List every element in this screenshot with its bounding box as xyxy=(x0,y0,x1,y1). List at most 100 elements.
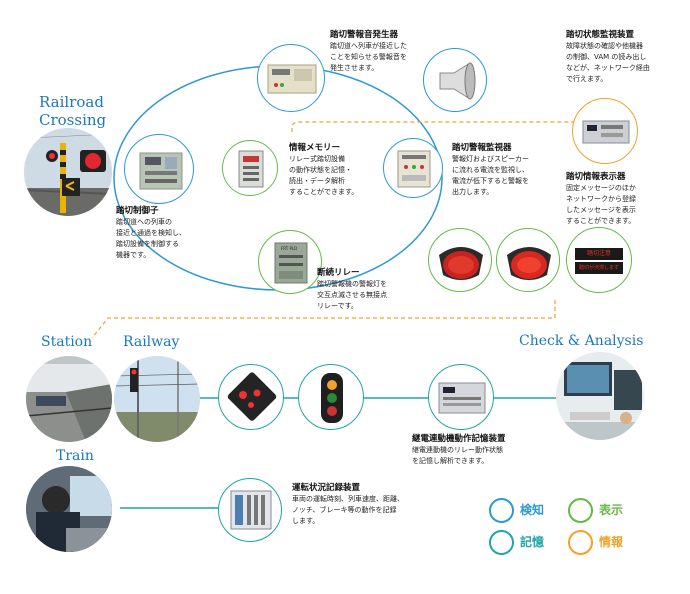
flasher-relay-device-image xyxy=(274,242,308,284)
operation-recorder-title: 運転状況記録装置 xyxy=(292,483,361,493)
railroad-heading-line2: Crossing xyxy=(39,111,107,129)
railroad-crossing-photo xyxy=(24,128,112,216)
legend-detect-swatch xyxy=(489,498,514,523)
description-line: 車両の運転時刻、列車速度、距離、 xyxy=(292,495,404,503)
description-line: ノッチ、ブレーキ等の動作を記録 xyxy=(292,506,397,514)
description-line: することができます。 xyxy=(289,188,359,196)
alarm-generator-text: 踏切警報音発生器 踏切道へ列車が接近した ことを知らせる警報音を 発生させます。 xyxy=(330,30,430,74)
description-line: することができます。 xyxy=(566,217,636,225)
legend-info-label: 情報 xyxy=(599,535,624,549)
description-line: ことを知らせる警報音を xyxy=(330,53,407,61)
description-line: したメッセージを表示 xyxy=(566,206,636,214)
description-line: 故障状態の確認や他機器 xyxy=(566,42,643,50)
railway-heading: Railway xyxy=(123,334,180,350)
status-monitor-description: 故障状態の確認や他機器 の制御、VAM の読み出し などが、ネットワーク経由 で… xyxy=(566,41,676,85)
alarm-generator-title: 踏切警報音発生器 xyxy=(330,30,399,40)
description-line: 接近と通過を検知し、 xyxy=(116,229,186,237)
info-memory-text: 情報メモリー リレー式踏切設備 の動作状態を記憶・ 読出・データ解析 することが… xyxy=(289,143,379,198)
description-line: で行えます。 xyxy=(566,75,608,83)
crossing-controller-node xyxy=(124,134,194,204)
station-photo xyxy=(26,356,112,442)
legend-detect-label: 検知 xyxy=(520,503,545,517)
signal-panel-node xyxy=(218,364,284,430)
description-line: 踏切警報機の警報灯を xyxy=(317,280,387,288)
description-line: 警報灯およびスピーカー xyxy=(452,155,529,163)
status-monitor-title: 踏切状態監視装置 xyxy=(566,30,635,40)
status-monitor-device-image xyxy=(582,120,630,144)
alarm-monitor-node xyxy=(383,138,443,198)
warning-lamp-image xyxy=(439,247,483,280)
operation-recorder-node xyxy=(218,478,282,542)
description-line: 読出・データ解析 xyxy=(289,177,345,185)
info-display-node: 踏切注意 踏切が渋滞します xyxy=(566,227,632,293)
info-display-title: 踏切情報表示器 xyxy=(566,172,626,182)
info-memory-title: 情報メモリー xyxy=(289,143,341,153)
info-memory-description: リレー式踏切設備 の動作状態を記憶・ 読出・データ解析 することができます。 xyxy=(289,154,379,198)
railway-photo xyxy=(114,356,200,442)
description-line: 固定メッセージのほか xyxy=(566,184,636,192)
alarm-generator-description: 踏切道へ列車が接近した ことを知らせる警報音を 発生させます。 xyxy=(330,41,430,74)
alarm-monitor-text: 踏切警報監視器 警報灯およびスピーカー に流れる電流を監視し、 電流が低下すると… xyxy=(452,143,562,198)
description-line: 電流が低下すると警報を xyxy=(452,177,529,185)
description-line: 出力します。 xyxy=(452,188,494,196)
info-display-text: 踏切情報表示器 固定メッセージのほか ネットワークから登録 したメッセージを表示… xyxy=(566,172,676,227)
relay-recorder-title: 継電連動機動作記憶装置 xyxy=(412,434,506,444)
description-line: 発生させます。 xyxy=(330,64,379,72)
check-analysis-photo xyxy=(556,352,644,440)
flasher-relay-description: 踏切警報機の警報灯を 交互点滅させる無接点 リレーです。 xyxy=(317,279,427,312)
legend-info-swatch xyxy=(568,530,593,555)
description-line: に流れる電流を監視し、 xyxy=(452,166,529,174)
signal-lamp-node xyxy=(298,364,364,430)
relay-recorder-description: 継電連動機のリレー動作状態 を記憶し解析できます。 xyxy=(412,445,562,467)
description-line: 交互点滅させる無接点 xyxy=(317,291,387,299)
relay-recorder-text: 継電連動機動作記憶装置 継電連動機のリレー動作状態 を記憶し解析できます。 xyxy=(412,434,562,467)
description-line: 踏切道への列車の xyxy=(116,218,172,226)
crossing-controller-device-image xyxy=(139,152,183,190)
speaker-image xyxy=(439,62,476,100)
info-memory-device-image xyxy=(238,150,264,188)
warning-lamp-image xyxy=(507,247,551,280)
speaker-node xyxy=(423,48,487,112)
description-line: 踏切設備を制御する xyxy=(116,240,179,248)
description-line: 機器です。 xyxy=(116,251,151,259)
description-line: などが、ネットワーク経由 xyxy=(566,64,650,72)
railroad-crossing-heading: Railroad Crossing xyxy=(39,93,106,129)
info-memory-node xyxy=(222,140,278,196)
operation-recorder-description: 車両の運転時刻、列車速度、距離、 ノッチ、ブレーキ等の動作を記録 します。 xyxy=(292,494,432,527)
railroad-heading-line1: Railroad xyxy=(39,93,104,111)
description-line: の動作状態を記憶・ xyxy=(289,166,352,174)
flasher-relay-text: 断続リレー 踏切警報機の警報灯を 交互点滅させる無接点 リレーです。 xyxy=(317,268,427,312)
legend-memory-label: 記憶 xyxy=(520,535,545,549)
description-line: します。 xyxy=(292,517,320,525)
operation-recorder-device-image xyxy=(230,490,272,530)
alarm-monitor-device-image xyxy=(397,150,431,188)
crossing-controller-text: 踏切制御子 踏切道への列車の 接近と通過を検知し、 踏切設備を制御する 機器です… xyxy=(116,206,220,261)
description-line: の制御、VAM の読み出し xyxy=(566,53,647,61)
legend-memory-swatch xyxy=(489,530,514,555)
warning-lamp-node-2 xyxy=(496,228,560,292)
relay-recorder-device-image xyxy=(438,382,486,414)
train-heading: Train xyxy=(56,448,94,464)
led-message-1: 踏切注意 xyxy=(575,248,623,260)
crossing-controller-description: 踏切道への列車の 接近と通過を検知し、 踏切設備を制御する 機器です。 xyxy=(116,217,220,261)
relay-recorder-node xyxy=(428,364,494,430)
alarm-monitor-title: 踏切警報監視器 xyxy=(452,143,512,153)
network-dashed-line xyxy=(291,121,608,132)
relay-box-label: FRT PLD xyxy=(281,246,298,251)
description-line: リレー式踏切設備 xyxy=(289,155,345,163)
description-line: リレーです。 xyxy=(317,302,358,310)
led-message-2: 踏切が渋滞します xyxy=(575,262,623,274)
status-monitor-node xyxy=(572,98,638,164)
signal-lamp-image xyxy=(321,373,343,423)
crossing-to-station-dashed-line xyxy=(91,300,556,339)
description-line: 継電連動機のリレー動作状態 xyxy=(412,446,503,454)
description-line: を記憶し解析できます。 xyxy=(412,457,489,465)
flasher-relay-node: FRT PLD xyxy=(258,230,322,294)
crossing-controller-title: 踏切制御子 xyxy=(116,206,159,216)
alarm-generator-device-image xyxy=(267,64,317,94)
description-line: ネットワークから登録 xyxy=(566,195,636,203)
info-display-description: 固定メッセージのほか ネットワークから登録 したメッセージを表示 することができ… xyxy=(566,183,676,227)
description-line: 踏切道へ列車が接近した xyxy=(330,42,407,50)
signal-panel-image xyxy=(227,372,277,421)
flasher-relay-title: 断続リレー xyxy=(317,268,360,278)
